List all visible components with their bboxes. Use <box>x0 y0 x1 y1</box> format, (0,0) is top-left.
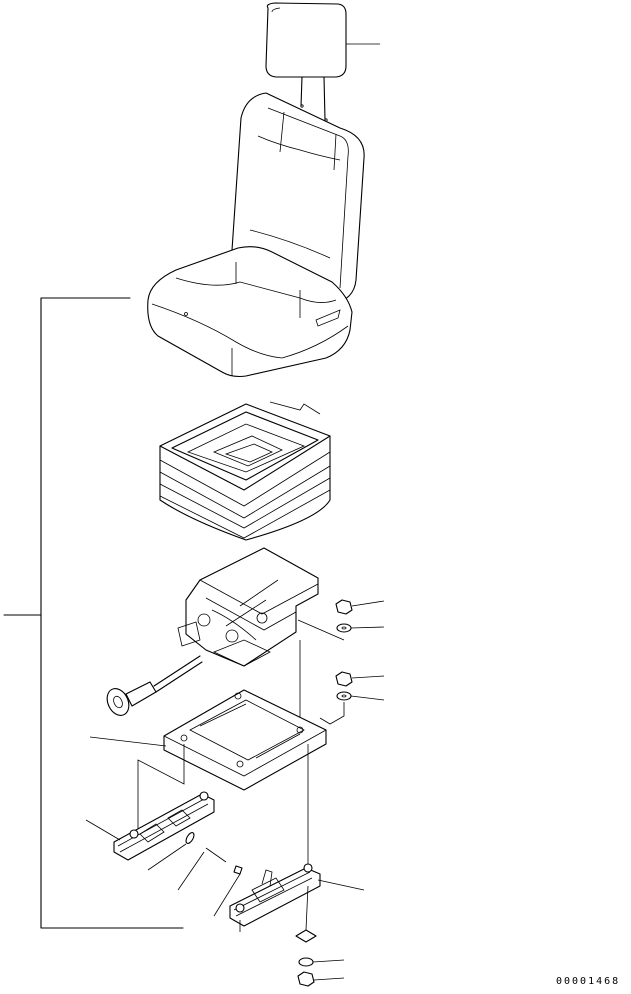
leader-line <box>148 844 186 870</box>
assembly-bracket <box>4 298 183 928</box>
nut-icon <box>336 600 352 614</box>
washer-icon <box>337 692 351 700</box>
adjust-lever-icon <box>316 310 340 326</box>
left-slide-rail <box>86 792 214 860</box>
washer-icon <box>296 930 316 942</box>
headrest <box>266 3 380 120</box>
suspension-mechanism <box>178 548 344 736</box>
drawing-number: 00001468 <box>556 976 621 987</box>
leader-line <box>318 880 364 890</box>
leader-line <box>86 820 120 840</box>
leader-line <box>90 737 166 746</box>
leader-line <box>313 960 344 962</box>
leader-line <box>314 978 344 980</box>
small-parts <box>148 831 242 916</box>
base-plate <box>90 690 326 868</box>
leader-line <box>298 620 344 640</box>
washer-icon <box>337 624 351 632</box>
washer-icon <box>299 958 313 966</box>
hardware-bottom <box>296 930 344 986</box>
leader-line <box>178 852 204 890</box>
suspension-bellows <box>160 402 330 540</box>
nut-icon <box>298 972 314 986</box>
nut-icon <box>336 672 352 686</box>
right-slide-rail <box>230 864 364 932</box>
hardware-right <box>320 600 384 724</box>
adjust-knob <box>103 656 202 719</box>
seat-assembly <box>148 93 364 377</box>
leader-line <box>214 874 240 916</box>
